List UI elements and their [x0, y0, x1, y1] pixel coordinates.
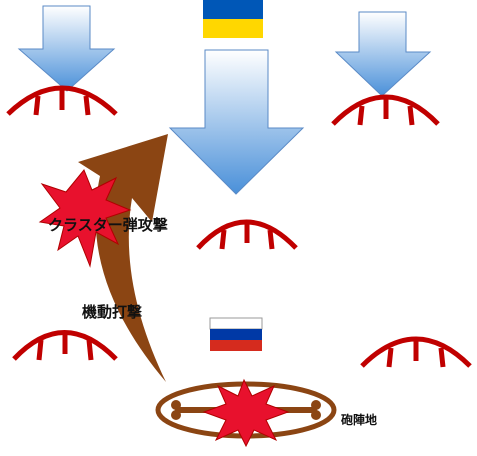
attack-arrow-right [334, 11, 432, 97]
attack-arrow-center [168, 49, 305, 195]
trench-arc-icon [360, 336, 472, 368]
cluster-strike-label: クラスター弾攻撃 [48, 216, 168, 234]
trench-arc-icon [196, 219, 298, 250]
explosion-icon [38, 169, 132, 268]
trench-arc-icon [331, 94, 440, 126]
attack-arrow-left [17, 5, 116, 92]
artillery-position-label: 砲陣地 [340, 412, 377, 427]
trench-arc-icon [12, 330, 118, 361]
mobile-strike-label: 機動打撃 [82, 303, 142, 321]
explosion-icon [202, 378, 290, 448]
russia-flag-icon [209, 317, 263, 351]
trench-arc-icon [6, 85, 118, 116]
ukraine-flag-icon [203, 0, 263, 38]
